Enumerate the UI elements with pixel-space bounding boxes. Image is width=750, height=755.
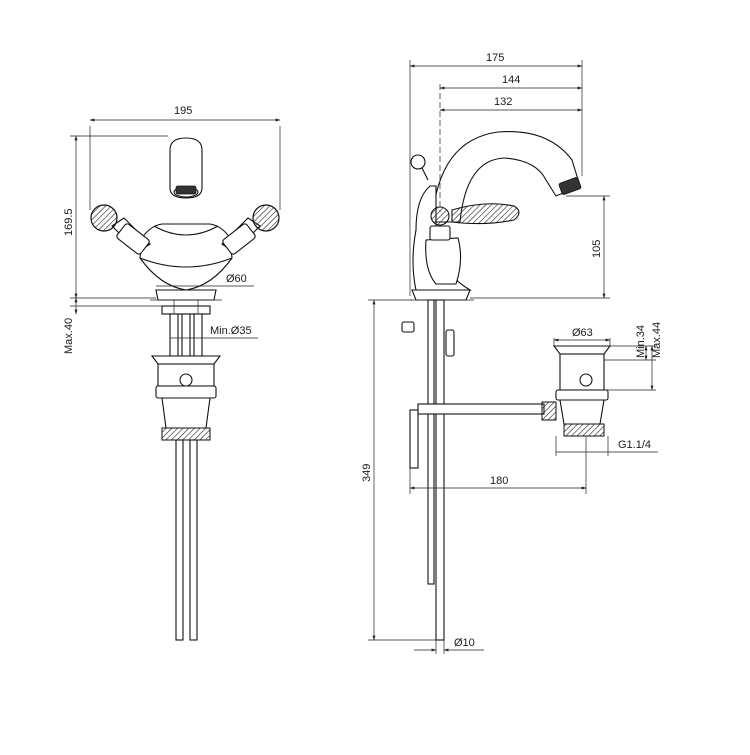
dim-side-waste-max: Max.44 — [651, 322, 663, 358]
dim-side-thread: G1.1/4 — [618, 439, 651, 451]
front-base — [155, 289, 217, 301]
dim-front-base-dia: Ø60 — [226, 273, 247, 285]
front-spout — [169, 137, 203, 199]
dim-side-mid: 144 — [502, 74, 520, 86]
front-view: 195 169.5 Max.40 Ø60 Min.Ø35 — [63, 105, 281, 641]
front-body — [139, 223, 233, 291]
dim-front-height: 169.5 — [63, 208, 75, 236]
dim-side-rod-total: 349 — [361, 464, 373, 482]
side-view: 175 144 132 105 Ø63 Min.34 Max.44 G1.1/4 — [361, 52, 663, 654]
side-handle — [430, 203, 520, 226]
dim-side-rod-dia: Ø10 — [454, 637, 475, 649]
dim-side-reach: 132 — [494, 96, 512, 108]
side-spout — [431, 131, 581, 223]
dim-front-width: 195 — [174, 105, 192, 117]
dim-side-spout-height: 105 — [591, 240, 603, 258]
dim-side-waste-dia: Ø63 — [572, 327, 593, 339]
dim-front-hole-min: Min.Ø35 — [210, 325, 252, 337]
dim-side-total: 175 — [486, 52, 504, 64]
dim-side-waste-min: Min.34 — [635, 325, 647, 358]
front-handle-right — [252, 204, 280, 232]
dim-front-max-deck: Max.40 — [63, 318, 75, 354]
front-handle-left — [90, 204, 118, 232]
dim-side-rod-length: 180 — [490, 475, 508, 487]
